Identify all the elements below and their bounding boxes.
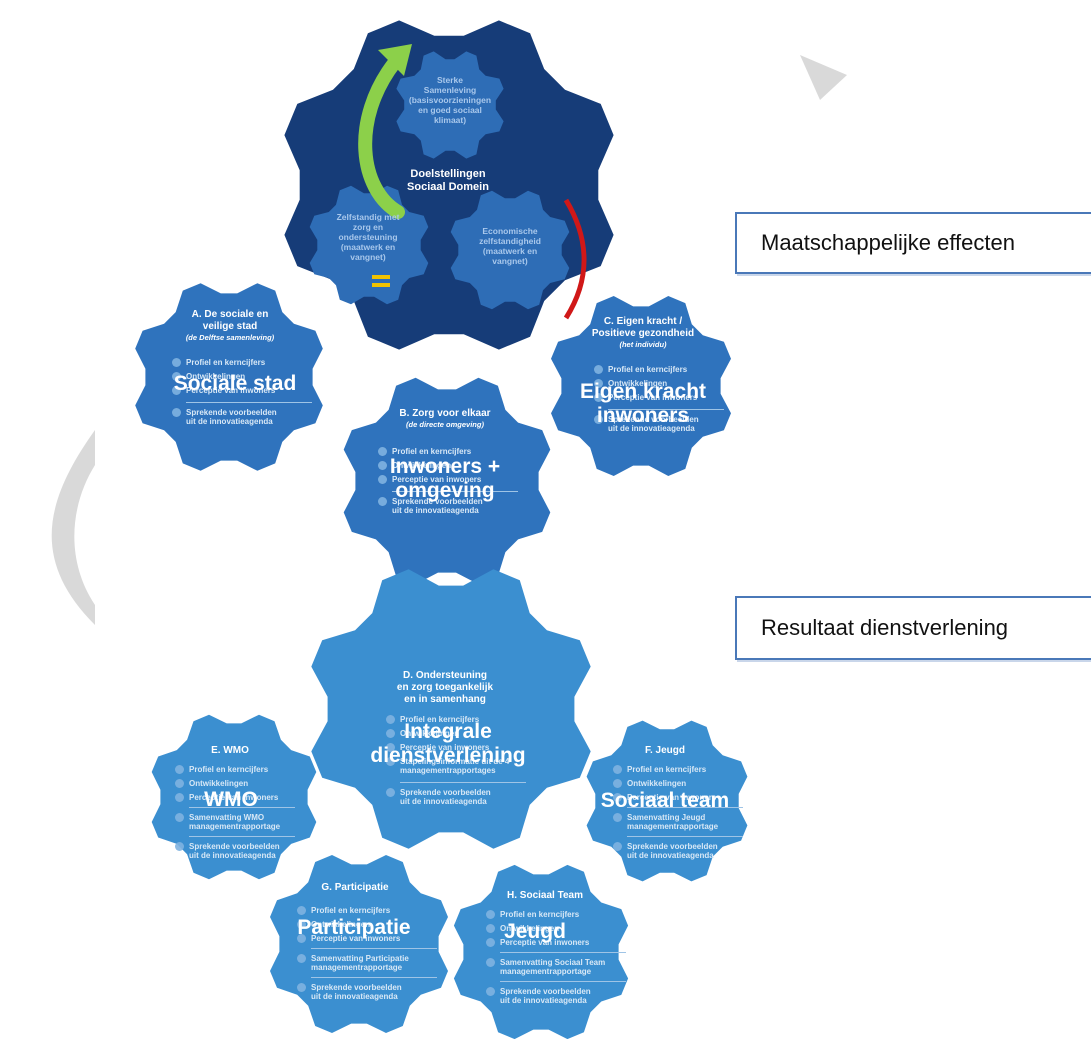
gear-e-overlay: WMO [204, 788, 258, 811]
gear-d-title-text: D. Ondersteuning en zorg toegankelijk en… [396, 670, 494, 705]
gear-h-extra: Samenvatting Sociaal Team managementrapp… [486, 958, 626, 976]
gear-e-title-text: E. WMO [211, 745, 249, 756]
gear-d-extra: Stapelingsinformatie uit de 4 management… [386, 757, 526, 775]
gear-b-item: Ontwikkelingen [378, 461, 518, 470]
gear-a-item: Perceptie van inwoners [172, 386, 312, 395]
gear-h-extra: Sprekende voorbeelden uit de innovatieag… [486, 987, 626, 1005]
gear-g-item: Perceptie van inwoners [297, 934, 437, 943]
gear-h-title: H. Sociaal Team [490, 890, 600, 902]
gear-d-item: Profiel en kerncijfers [386, 715, 526, 724]
gear-c-title-text: C. Eigen kracht / Positieve gezondheid [591, 316, 695, 339]
gear-e [151, 714, 317, 880]
watermark-swoosh-left [51, 430, 95, 625]
gear-f-items: Profiel en kerncijfers Ontwikkelingen Pe… [613, 765, 743, 865]
gear-c-item: Perceptie van inwoners [594, 393, 724, 402]
gear-h [453, 864, 629, 1039]
gear-b [343, 377, 551, 585]
gear-h-item: Perceptie van inwoners [486, 938, 626, 947]
gear-b-subtitle: (de directe omgeving) [406, 420, 484, 429]
gear-d [311, 569, 591, 849]
top-inner-right-text: Economische zelfstandigheid (maatwerk en… [479, 226, 541, 266]
gear-c-extra: Sprekende voorbeelden uit de innovatieag… [594, 415, 724, 433]
callout-maatschappelijke-effecten: Maatschappelijke effecten [735, 212, 1091, 274]
gear-c-item: Profiel en kerncijfers [594, 365, 724, 374]
gear-f-title: F. Jeugd [610, 745, 720, 757]
gear-g-title: G. Participatie [300, 882, 410, 894]
yellow-equal-bottom [372, 283, 390, 287]
gear-e-items: Profiel en kerncijfers Ontwikkelingen Pe… [175, 765, 295, 865]
gear-b-extra: Sprekende voorbeelden uit de innovatieag… [378, 497, 518, 515]
gear-e-item: Perceptie van inwoners [175, 793, 295, 802]
gear-d-items: Profiel en kerncijfers Ontwikkelingen Pe… [386, 715, 526, 811]
gear-a-subtitle: (de Delftse samenleving) [185, 333, 275, 342]
gear-c-item: Ontwikkelingen [594, 379, 724, 388]
gear-c-overlay: Eigen kracht inwoners [579, 380, 707, 427]
gear-g-extra: Samenvatting Participatie managementrapp… [297, 954, 437, 972]
gear-f-item: Ontwikkelingen [613, 779, 743, 788]
gear-a-title-text: A. De sociale en veilige stad [191, 309, 269, 332]
gear-a-items: Profiel en kerncijfers Ontwikkelingen Pe… [172, 358, 312, 431]
gear-a-title: A. De sociale en veilige stad (de Delfts… [150, 309, 310, 342]
gear-f-extra: Samenvatting Jeugd managementrapportage [613, 813, 743, 831]
gear-a-item: Ontwikkelingen [172, 372, 312, 381]
gear-a-item: Profiel en kerncijfers [172, 358, 312, 367]
gear-c-items: Profiel en kerncijfers Ontwikkelingen Pe… [594, 365, 724, 438]
gear-d-item: Ontwikkelingen [386, 729, 526, 738]
gear-h-item: Profiel en kerncijfers [486, 910, 626, 919]
gear-b-title-text: B. Zorg voor elkaar [399, 408, 491, 419]
gear-f-overlay: Sociaal team [600, 789, 730, 812]
gear-e-extra: Samenvatting WMO managementrapportage [175, 813, 295, 831]
top-inner-top-text: Sterke Samenleving (basisvoorzieningen e… [408, 75, 492, 125]
gear-a-overlay: Sociale stad [173, 372, 297, 395]
gear-h-title-text: H. Sociaal Team [507, 890, 583, 901]
gear-g-overlay: Participatie [297, 916, 411, 939]
green-arrow [358, 55, 405, 219]
gear-f-title-text: F. Jeugd [644, 745, 685, 756]
callout-resultaat-dienstverlening: Resultaat dienstverlening [735, 596, 1091, 660]
gear-b-overlay: Inwoners + omgeving [389, 455, 501, 502]
gear-d-title: D. Ondersteuning en zorg toegankelijk en… [370, 670, 520, 706]
gear-a [135, 283, 323, 471]
gear-d-overlay: Integrale dienstverlening [370, 720, 526, 767]
gear-c-subtitle: (het individu) [619, 340, 667, 349]
gear-b-item: Perceptie van inwoners [378, 475, 518, 484]
top-inner-left-text: Zelfstandig met zorg en ondersteuning (m… [336, 212, 400, 262]
gear-c [551, 296, 731, 476]
gear-f-item: Profiel en kerncijfers [613, 765, 743, 774]
gear-h-item: Ontwikkelingen [486, 924, 626, 933]
green-arrowhead [378, 44, 412, 76]
gear-top-inner-right [450, 190, 570, 310]
gear-g-title-text: G. Participatie [321, 882, 389, 893]
gear-a-extra: Sprekende voorbeelden uit de innovatieag… [172, 408, 312, 426]
gear-g-items: Profiel en kerncijfers Ontwikkelingen Pe… [297, 906, 437, 1006]
gear-e-extra: Sprekende voorbeelden uit de innovatieag… [175, 842, 295, 860]
gear-b-title: B. Zorg voor elkaar (de directe omgeving… [370, 408, 520, 429]
gear-g-item: Profiel en kerncijfers [297, 906, 437, 915]
gear-b-items: Profiel en kerncijfers Ontwikkelingen Pe… [378, 447, 518, 520]
gear-e-item: Ontwikkelingen [175, 779, 295, 788]
top-title: Doelstellingen Sociaal Domein [407, 168, 489, 193]
gear-f [586, 720, 748, 882]
gear-h-items: Profiel en kerncijfers Ontwikkelingen Pe… [486, 910, 626, 1010]
gear-f-item: Perceptie van inwoners [613, 793, 743, 802]
gear-e-title: E. WMO [175, 745, 285, 757]
gear-top-inner-top [396, 51, 504, 159]
yellow-equal-top [372, 275, 390, 279]
red-arc [563, 198, 587, 320]
gear-g-extra: Sprekende voorbeelden uit de innovatieag… [297, 983, 437, 1001]
gear-g [270, 855, 448, 1033]
gear-b-item: Profiel en kerncijfers [378, 447, 518, 456]
gear-f-extra: Sprekende voorbeelden uit de innovatieag… [613, 842, 743, 860]
gear-h-overlay: Jeugd [504, 920, 566, 943]
gear-d-item: Perceptie van inwoners [386, 743, 526, 752]
gear-c-title: C. Eigen kracht / Positieve gezondheid (… [568, 316, 718, 349]
gear-e-item: Profiel en kerncijfers [175, 765, 295, 774]
watermark-swoosh-right [800, 55, 847, 100]
gear-d-extra: Sprekende voorbeelden uit de innovatieag… [386, 788, 526, 806]
gear-g-item: Ontwikkelingen [297, 920, 437, 929]
